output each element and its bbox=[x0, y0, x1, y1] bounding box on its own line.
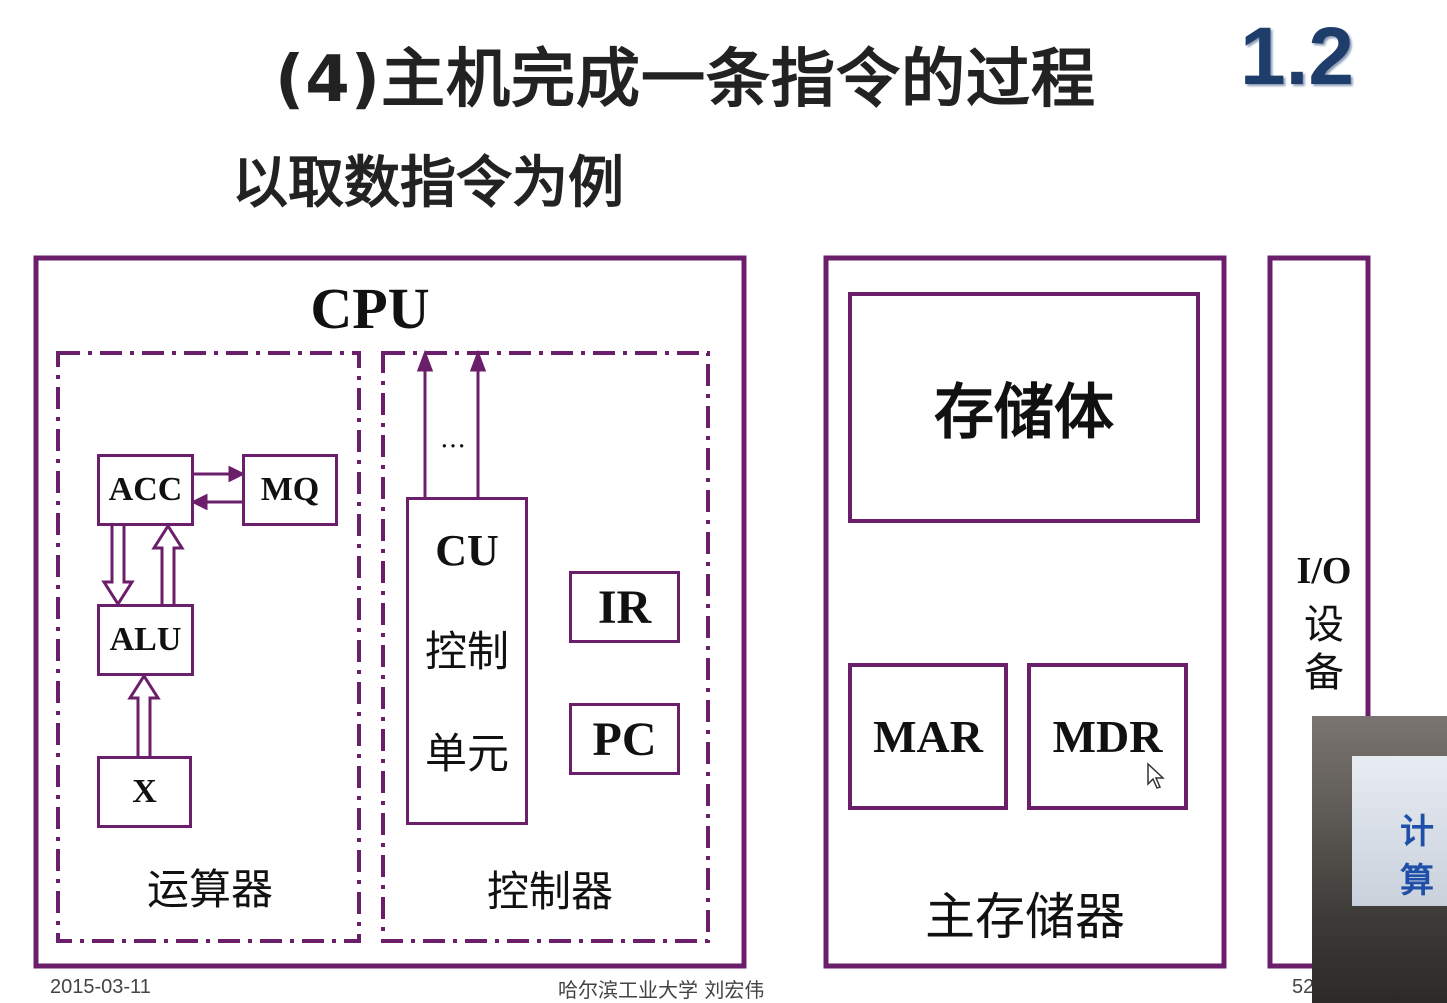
io-label-line1: I/O bbox=[1296, 550, 1352, 592]
signal-ellipsis: … bbox=[440, 424, 466, 454]
footer-author: 哈尔滨工业大学 刘宏伟 bbox=[558, 978, 765, 1002]
video-overlay: 计算 bbox=[1312, 716, 1447, 1003]
controller-region-label: 控制器 bbox=[486, 866, 613, 916]
mdr-register: MDR bbox=[1027, 663, 1188, 810]
cu-line1: 控制 bbox=[424, 626, 509, 676]
pc-register: PC bbox=[569, 703, 680, 775]
acc-to-alu-arrow bbox=[101, 526, 135, 607]
alu-region bbox=[56, 351, 361, 943]
cu-title: CU bbox=[435, 525, 499, 575]
cpu-box bbox=[33, 255, 747, 969]
cu-signal-arrows bbox=[416, 349, 487, 498]
ir-register: IR bbox=[569, 571, 680, 643]
cu-line2: 单元 bbox=[424, 728, 509, 778]
video-background-screen bbox=[1352, 756, 1447, 906]
io-label-line3: 备 bbox=[1304, 650, 1344, 696]
controller-region bbox=[381, 351, 710, 943]
x-register: X bbox=[97, 756, 192, 828]
acc-register: ACC bbox=[97, 454, 194, 526]
cpu-label: CPU bbox=[310, 275, 430, 341]
section-number: 1.2 bbox=[1240, 11, 1354, 102]
storage-array: 存储体 bbox=[848, 292, 1200, 523]
acc-mq-arrows bbox=[190, 465, 246, 511]
cu-block: CU 控制 单元 bbox=[406, 497, 528, 825]
alu-block: ALU bbox=[97, 604, 194, 676]
slide-subtitle: 以取数指令为例 bbox=[232, 151, 624, 216]
footer-page-number: 52 bbox=[1292, 976, 1315, 998]
mq-register: MQ bbox=[242, 454, 338, 526]
x-to-alu-arrow bbox=[127, 673, 161, 756]
footer-date: 2015-03-11 bbox=[50, 976, 151, 998]
mouse-cursor-icon bbox=[1147, 762, 1165, 789]
memory-box bbox=[823, 255, 1227, 969]
mar-register: MAR bbox=[848, 663, 1008, 810]
video-text: 计算 bbox=[1400, 812, 1434, 901]
io-label-line2: 设 bbox=[1304, 602, 1344, 648]
alu-region-label: 运算器 bbox=[146, 864, 273, 914]
memory-label: 主存储器 bbox=[925, 888, 1125, 946]
slide-title: (4)主机完成一条指令的过程 bbox=[275, 43, 1097, 117]
alu-to-acc-arrow bbox=[151, 523, 185, 604]
